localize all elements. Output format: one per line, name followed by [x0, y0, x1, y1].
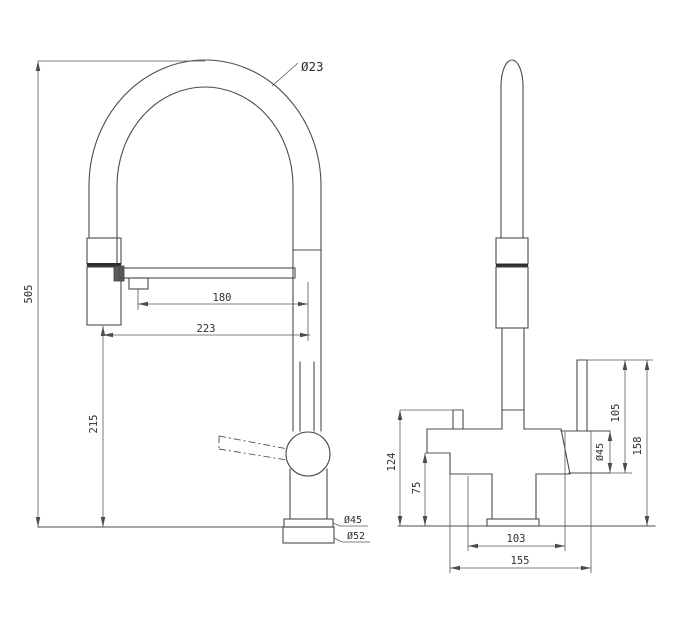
dim-label-124: 124: [386, 453, 398, 472]
dim-label-223: 223: [197, 323, 216, 335]
lower-column: [491, 473, 537, 520]
dim-180-extensions: [137, 282, 309, 341]
base-ring: [283, 518, 334, 528]
dim-103-extensions: [467, 432, 566, 551]
dim-label-155: 155: [511, 555, 530, 567]
handle-lever-side: [576, 359, 588, 432]
dim-o52-leader: [333, 537, 370, 543]
lower-body: [289, 468, 328, 520]
dim-155-extensions: [449, 431, 592, 573]
sprayer-block-band: [496, 264, 528, 267]
hose-arch-outer: [88, 59, 322, 251]
dim-label-o23: Ø23: [301, 59, 324, 74]
dim-label-o45: Ø45: [344, 514, 362, 526]
dim-label-158: 158: [632, 437, 644, 456]
dim-label-180: 180: [213, 292, 232, 304]
base-flange: [282, 526, 335, 544]
handle-ball-joint: [285, 431, 331, 477]
holder-arm: [426, 428, 451, 475]
riser-tube: [501, 327, 525, 430]
side-view: 124 75 105 158 Ø45 103 155: [386, 59, 656, 573]
spout-nozzle: [128, 277, 149, 290]
sprayer-block-upper: [495, 237, 529, 265]
sprayer-lower-block: [86, 266, 122, 326]
dim-label-215: 215: [88, 415, 100, 434]
dim-o45-leader: [332, 522, 368, 527]
sprayer-upper-block: [86, 237, 122, 265]
dim-label-505: 505: [23, 285, 35, 304]
base-plate-side: [486, 518, 540, 527]
handle-housing: [560, 430, 611, 474]
front-view: 505 Ø23 180 223 215 Ø45 Ø52: [23, 59, 370, 544]
spout-bar: [118, 267, 296, 279]
body-column: [292, 249, 322, 432]
sprayer-band: [87, 263, 121, 267]
dim-label-105: 105: [610, 404, 622, 423]
dim-label-75: 75: [411, 482, 423, 495]
sprayer-block-lower: [495, 266, 529, 329]
handle-lever-phantom: [218, 435, 289, 461]
body-right-slope: [560, 428, 571, 475]
dim-label-103: 103: [507, 533, 526, 545]
hose-arch-inner: [116, 86, 294, 269]
dim-o23-leader: [271, 62, 299, 87]
body-tab: [452, 409, 464, 430]
dim-label-o45-side: Ø45: [594, 443, 606, 461]
dim-label-o52: Ø52: [347, 530, 365, 542]
spout-tube: [500, 59, 524, 239]
body-neck-lines: [299, 361, 315, 432]
